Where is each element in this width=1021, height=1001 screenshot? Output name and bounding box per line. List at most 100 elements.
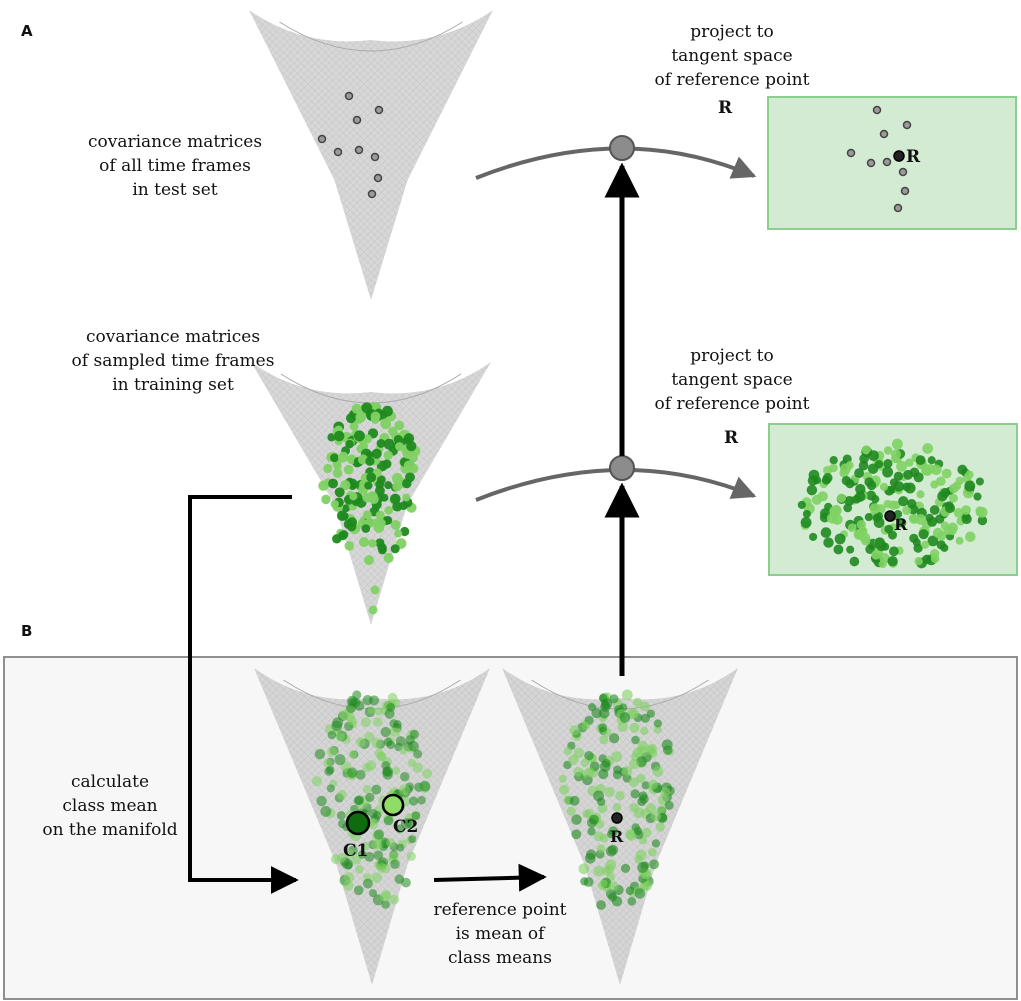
reference-point [631,735,640,745]
class-mean-point [362,784,372,794]
tangent-training-point [962,474,972,483]
class-mean-point [336,811,346,820]
tangent-training-point [847,523,857,533]
tangent-training-point [869,503,881,514]
reference-point [588,814,599,825]
reference-point [599,735,609,745]
tangent-training-point [809,532,818,541]
class-mean-point [364,851,375,862]
class-mean-point [372,717,383,727]
tangent-training-point [896,460,908,472]
tangent-training-point [884,524,894,534]
reference-point [640,726,649,736]
training-point [343,464,354,475]
reference-point [596,844,606,853]
reference-point [612,770,622,780]
tangent-training-point [973,492,982,501]
tangent-training-point [890,449,902,460]
class-mean-point [344,861,353,870]
training-point [400,526,410,537]
training-point [355,412,367,423]
reference-point [655,822,665,832]
reference-point [634,855,643,864]
tangent-test-point [866,158,876,168]
tangent-training-point [807,475,818,486]
tangent-training-point [964,480,976,492]
reference-point [606,830,616,839]
manifold-reference-marker [611,812,623,824]
tangent-training-point [882,466,894,478]
tangent-training-point [961,513,972,525]
tangent-training-point [806,484,818,496]
class-mean-point [399,745,408,755]
training-point [364,481,373,490]
training-point [349,492,358,501]
reference-point [596,900,606,910]
reference-point [647,743,657,754]
tangent-training-point [948,526,957,536]
training-point [341,504,351,513]
training-point [347,517,358,528]
reference-point [608,881,619,891]
tangent-training-point [844,495,855,507]
training-point [406,440,417,452]
class-mean-point [327,730,337,740]
class-mean-point [346,767,358,778]
tangent-training-point [965,531,976,542]
tangent-training-point [905,458,914,467]
reference-point [612,802,622,812]
tangent-training-point [822,473,833,483]
class-mean-point [334,754,346,766]
class-mean-point [347,715,357,726]
reference-point [569,795,580,806]
tangent-training-point [797,500,806,509]
test-point [344,91,354,101]
class-mean-point [352,690,362,700]
section-b-background [3,656,1018,1000]
class-mean-point [408,835,417,844]
reference-point [637,740,648,752]
reference-point [640,713,650,723]
tangent-training-point [829,456,838,465]
class1-mean-marker [345,810,371,836]
reference-point [573,766,584,777]
tangent-training-point [811,494,822,505]
reference-point [634,888,646,899]
training-point [321,494,331,505]
class-mean-point [389,719,399,728]
tangent-training-point [916,490,925,499]
tangent-training-point [909,467,920,478]
tangent-training-point [944,503,956,514]
tangent-training-point [975,506,985,516]
tangent-test-point [882,157,892,167]
class-mean-point [411,811,421,820]
reference-point [599,833,609,843]
tangent-training-point [864,477,874,487]
tangent-training-point [871,495,880,504]
tangent-training-point [891,438,903,450]
test-point [367,189,377,199]
reference-point [571,829,582,840]
class-mean-point [335,732,345,742]
tangent-training-point [918,529,929,540]
reference-point [639,794,649,804]
training-point [383,552,394,563]
training-point [337,451,349,463]
tangent-training-point [957,464,968,475]
class-mean-point [354,865,364,874]
class-mean-point [320,805,332,817]
training-point [345,439,354,449]
class-mean-point [401,877,411,888]
class-mean-point [400,771,410,782]
class-mean-point [337,789,347,800]
reference-point [584,750,594,761]
class-mean-point [398,784,410,796]
reference-point [653,719,662,728]
test-point [354,145,364,155]
training-point [363,555,375,566]
class-mean-point [396,843,405,852]
reference-point [593,865,604,877]
class-mean-point [353,796,363,806]
